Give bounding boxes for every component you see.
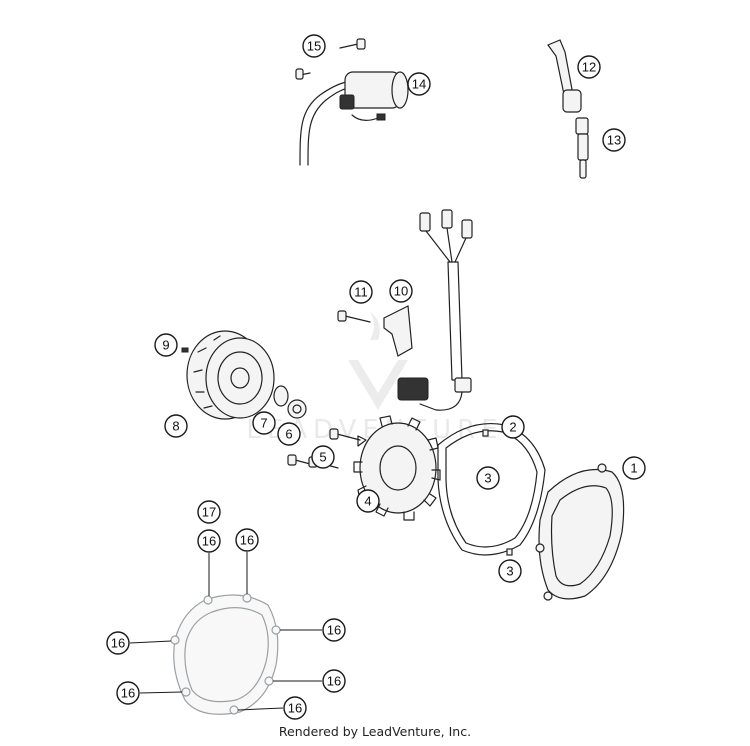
coil-screws bbox=[295, 38, 366, 80]
callout-14: 14 bbox=[407, 72, 431, 96]
flywheel-rotor bbox=[186, 330, 275, 420]
svg-text:7: 7 bbox=[260, 416, 267, 431]
callout-16-a: 16 bbox=[197, 529, 221, 553]
callout-4: 4 bbox=[356, 489, 380, 513]
callout-13: 13 bbox=[602, 128, 626, 152]
callout-3-lower: 3 bbox=[498, 559, 522, 583]
svg-text:16: 16 bbox=[288, 701, 302, 716]
stator bbox=[353, 415, 441, 521]
svg-text:17: 17 bbox=[202, 505, 216, 520]
svg-text:16: 16 bbox=[111, 636, 125, 651]
callout-6: 6 bbox=[277, 422, 301, 446]
callout-2: 2 bbox=[501, 415, 525, 439]
callout-5: 5 bbox=[311, 445, 335, 469]
washer bbox=[273, 385, 289, 407]
svg-text:6: 6 bbox=[285, 427, 292, 442]
callout-16-b: 16 bbox=[235, 528, 259, 552]
svg-text:13: 13 bbox=[607, 133, 621, 148]
flywheel-nut bbox=[287, 399, 307, 419]
svg-text:4: 4 bbox=[364, 494, 371, 509]
svg-text:12: 12 bbox=[582, 60, 596, 75]
svg-text:8: 8 bbox=[172, 419, 179, 434]
render-credit: Rendered by LeadVenture, Inc. bbox=[278, 724, 472, 739]
svg-text:3: 3 bbox=[484, 471, 491, 486]
svg-text:11: 11 bbox=[354, 285, 368, 300]
callout-3-upper: 3 bbox=[476, 466, 500, 490]
callout-16-g: 16 bbox=[283, 696, 307, 720]
svg-text:3: 3 bbox=[506, 564, 513, 579]
svg-text:2: 2 bbox=[509, 420, 516, 435]
callout-16-e: 16 bbox=[116, 681, 140, 705]
callout-10: 10 bbox=[389, 279, 413, 303]
callout-16-f: 16 bbox=[322, 669, 346, 693]
callout-15: 15 bbox=[302, 34, 326, 58]
spark-plug bbox=[575, 117, 589, 179]
dowel-pin-upper bbox=[482, 429, 489, 437]
svg-text:15: 15 bbox=[307, 39, 321, 54]
svg-text:1: 1 bbox=[630, 461, 637, 476]
callout-9: 9 bbox=[154, 333, 178, 357]
callout-1: 1 bbox=[622, 456, 646, 480]
callout-12: 12 bbox=[577, 55, 601, 79]
svg-text:9: 9 bbox=[162, 338, 169, 353]
svg-text:16: 16 bbox=[327, 623, 341, 638]
wiring-harness bbox=[397, 209, 473, 411]
svg-text:16: 16 bbox=[121, 686, 135, 701]
svg-text:5: 5 bbox=[319, 450, 326, 465]
svg-text:16: 16 bbox=[202, 534, 216, 549]
cable-bracket bbox=[337, 305, 413, 357]
svg-text:10: 10 bbox=[394, 284, 408, 299]
svg-text:16: 16 bbox=[240, 533, 254, 548]
callout-11: 11 bbox=[349, 280, 373, 304]
leader-lines bbox=[129, 552, 322, 711]
callout-8: 8 bbox=[164, 414, 188, 438]
generator-cover bbox=[535, 463, 625, 601]
dowel-pin-lower bbox=[506, 548, 513, 556]
cover-gasket bbox=[437, 422, 546, 556]
woodruff-key bbox=[181, 347, 189, 353]
callout-7: 7 bbox=[252, 411, 276, 435]
callout-16-c: 16 bbox=[106, 631, 130, 655]
callout-17: 17 bbox=[197, 500, 221, 524]
outer-cover-outline bbox=[170, 593, 281, 715]
svg-text:14: 14 bbox=[412, 77, 426, 92]
ignition-coil bbox=[299, 71, 409, 166]
spark-plug-cap bbox=[547, 39, 582, 113]
svg-text:16: 16 bbox=[327, 674, 341, 689]
callout-16-d: 16 bbox=[322, 618, 346, 642]
